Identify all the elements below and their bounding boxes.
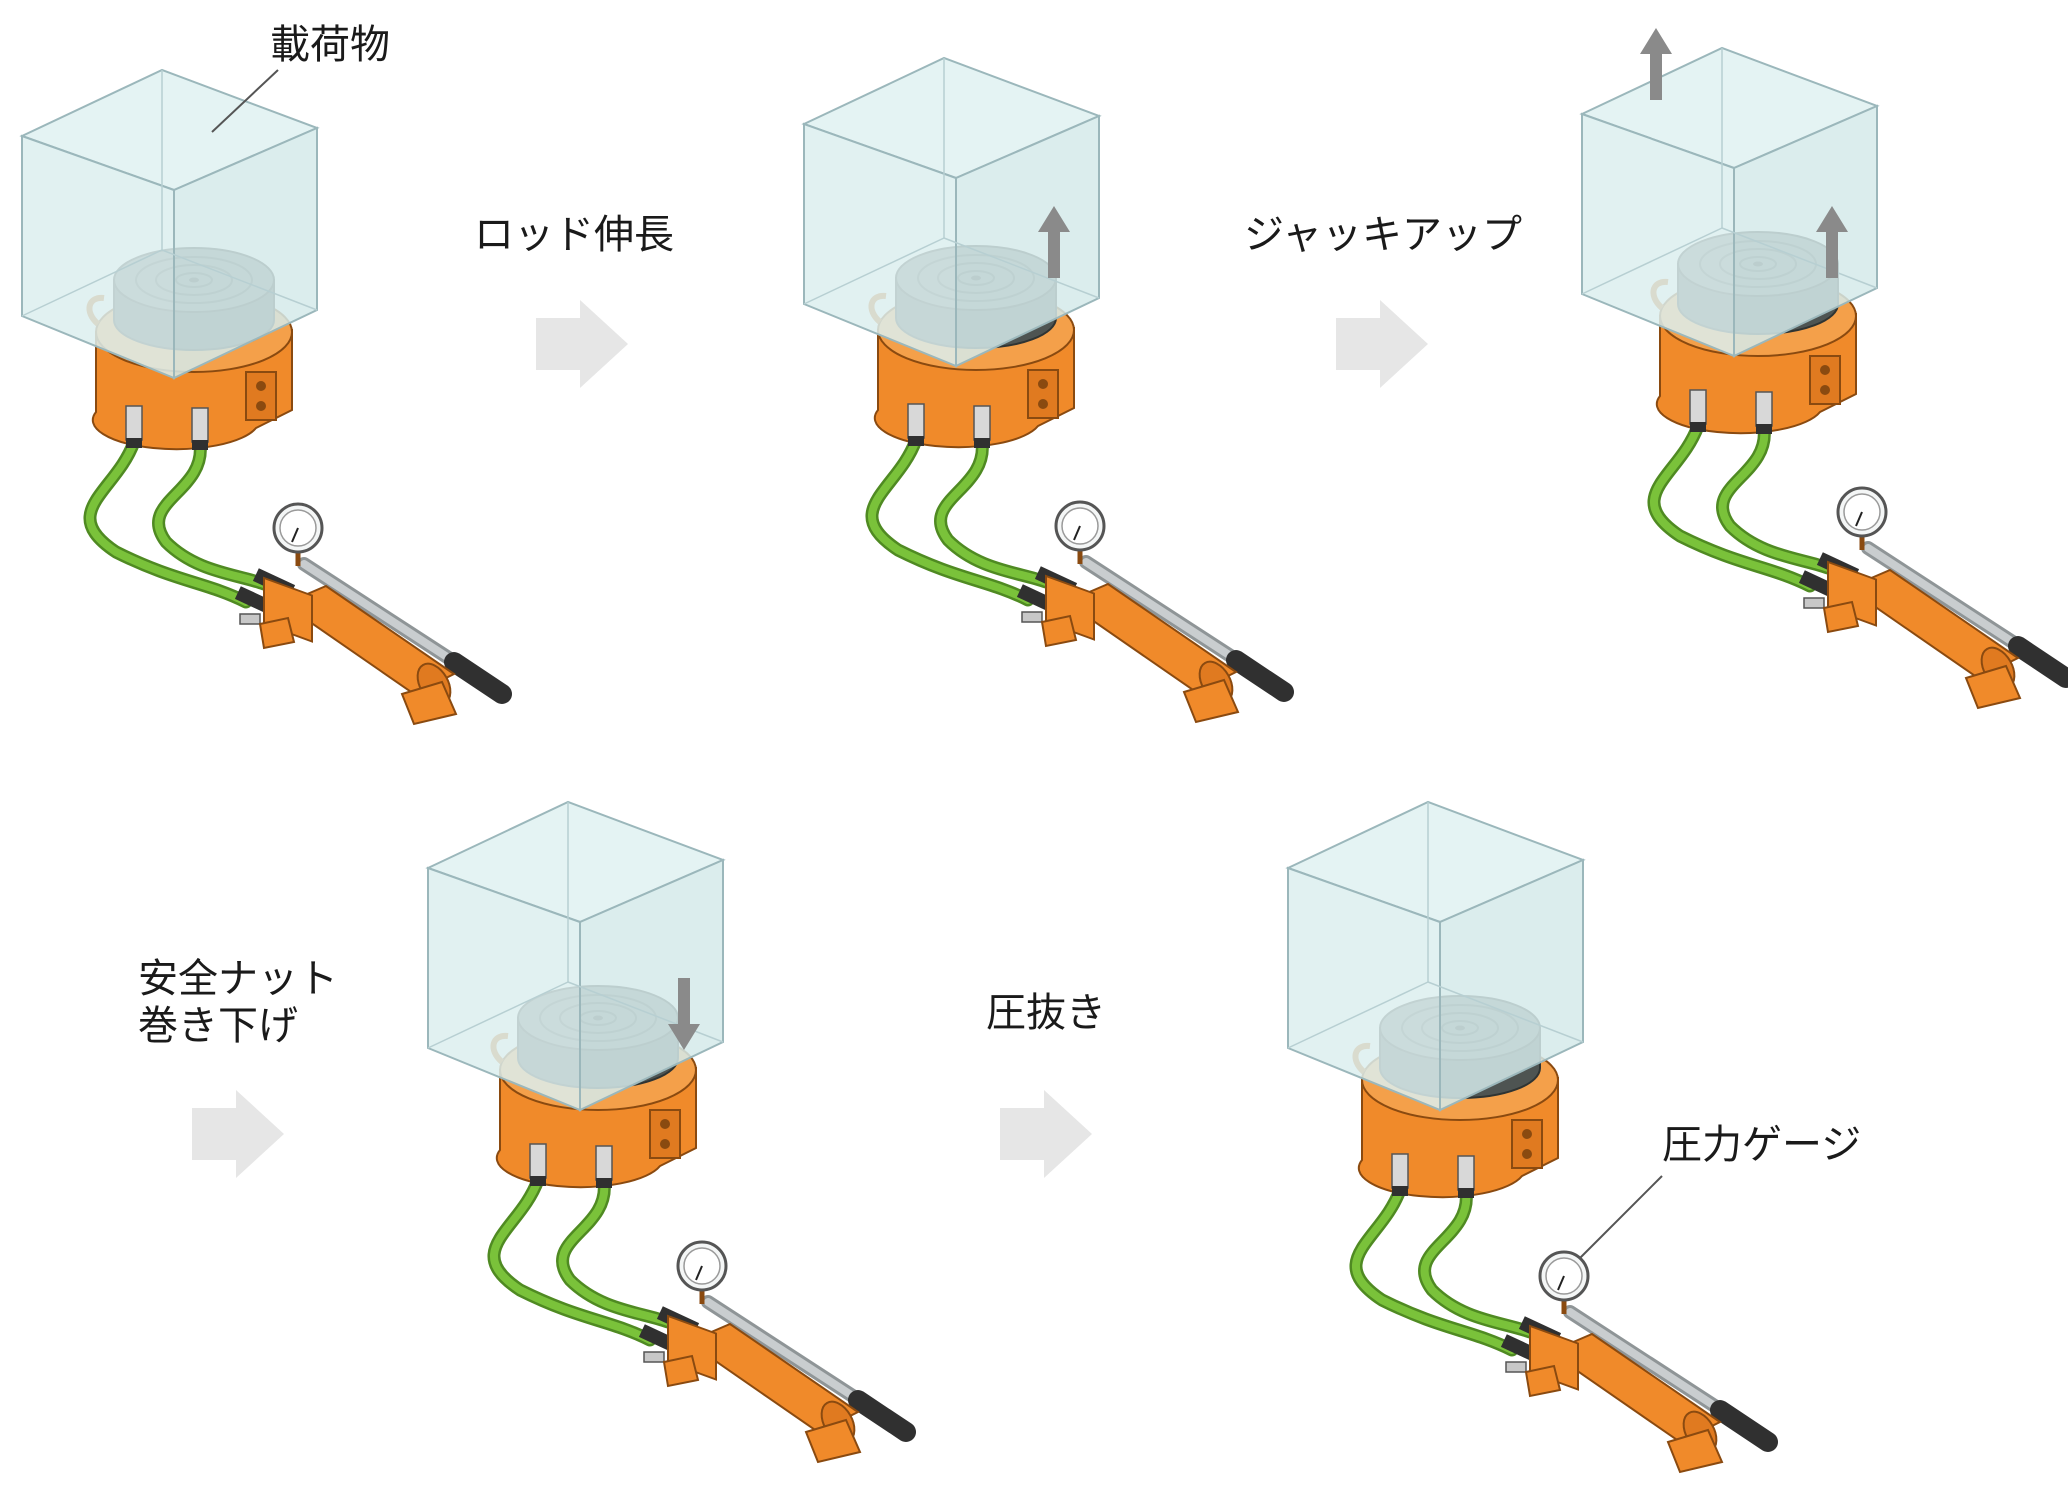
panel-rod-extension xyxy=(803,57,1284,722)
step-arrow-3 xyxy=(192,1090,284,1178)
release-label: 圧抜き xyxy=(986,990,1106,1036)
safety-nut-label-line2: 巻き下げ xyxy=(138,1003,298,1050)
pressure-gauge-label: 圧力ゲージ xyxy=(1662,1122,1862,1168)
panel-release xyxy=(1287,801,1768,1472)
load-label: 載荷物 xyxy=(270,22,390,68)
panel-safety-nut xyxy=(192,801,906,1462)
gauge-leader-line xyxy=(1579,1175,1663,1259)
safety-nut-label-line1: 安全ナット xyxy=(138,956,338,1002)
step-arrow-2 xyxy=(1336,300,1428,388)
panel-initial xyxy=(21,69,502,724)
load-box-4 xyxy=(427,801,724,1111)
jack-up-label: ジャッキアップ xyxy=(1244,212,1522,258)
step-arrow-1 xyxy=(536,300,628,388)
load-box-5 xyxy=(1287,801,1584,1111)
safety-nut-label: 安全ナット 巻き下げ xyxy=(138,956,338,1050)
load-box-3 xyxy=(1581,47,1878,357)
load-leader-line xyxy=(211,69,279,133)
load-box-1 xyxy=(21,69,318,379)
panel-jack-up xyxy=(1581,28,2066,708)
step-arrow-4 xyxy=(1000,1090,1092,1178)
rod-extend-label: ロッド伸長 xyxy=(474,212,674,258)
